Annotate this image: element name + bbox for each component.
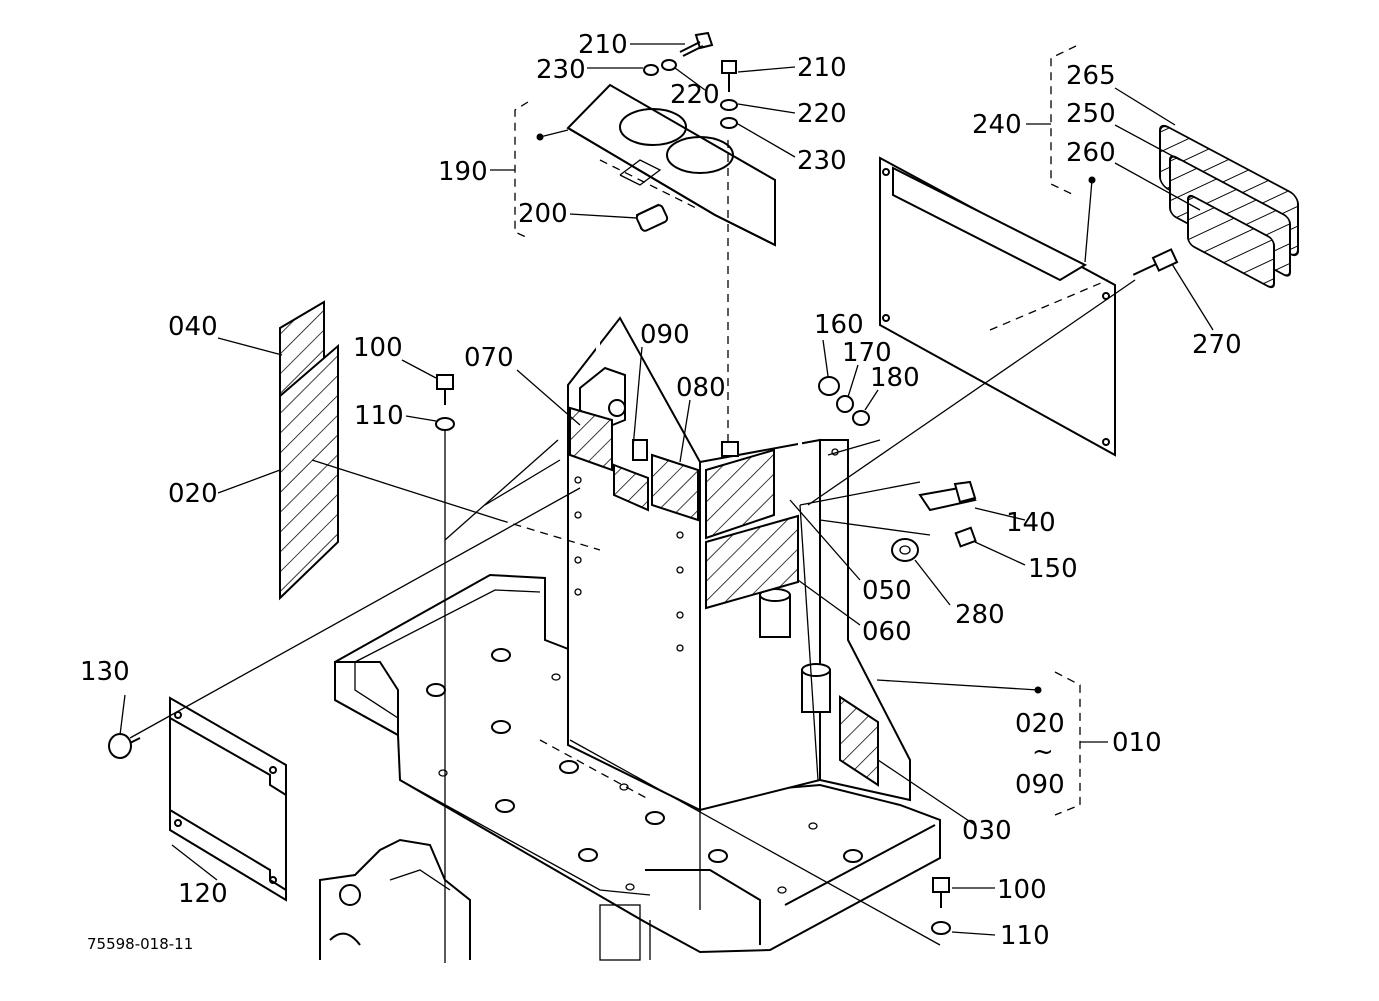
label-050: 050 [862,576,912,606]
label-060: 060 [862,617,912,647]
label-190: 190 [438,157,488,187]
label-100-bottom: 100 [997,875,1047,905]
decal-090 [613,463,649,512]
label-250: 250 [1066,99,1116,129]
leader-lines [119,43,1214,936]
column-holes [574,448,839,652]
label-tilde: ~ [1032,737,1054,767]
label-260: 260 [1066,138,1116,168]
decal-260 [1187,194,1275,289]
label-020-left: 020 [168,479,218,509]
decal-070 [569,406,613,472]
label-240: 240 [972,110,1022,140]
label-220-right: 220 [797,99,847,129]
label-080: 080 [676,373,726,403]
column-tubes [759,588,831,713]
label-265: 265 [1066,61,1116,91]
label-090-right: 090 [1015,770,1065,800]
label-020-right: 020 [1015,709,1065,739]
side-cover-120 [169,696,287,902]
part-labels: 210 230 220 210 220 230 190 200 240 265 … [80,30,1242,953]
label-150: 150 [1028,554,1078,584]
decals [279,124,1299,787]
label-100-top: 100 [353,333,403,363]
decal-080 [651,453,699,522]
assembly-lines [129,279,1136,946]
label-210-top: 210 [578,30,628,60]
label-170: 170 [842,338,892,368]
decal-020 [279,343,339,601]
label-180: 180 [870,363,920,393]
label-270: 270 [1192,330,1242,360]
label-220-top: 220 [670,80,720,110]
decal-030 [839,695,879,787]
label-230-right: 230 [797,146,847,176]
label-230-top: 230 [536,55,586,85]
label-280: 280 [955,600,1005,630]
decal-060 [705,514,799,610]
rear-cover-plate [879,156,1116,457]
label-110-top: 110 [354,401,404,431]
engine-outline [319,838,651,961]
label-130: 130 [80,657,130,687]
label-040: 040 [168,312,218,342]
label-030: 030 [962,816,1012,846]
label-120: 120 [178,879,228,909]
label-110-bottom: 110 [1000,921,1050,951]
drawing-code: 75598-018-11 [87,935,193,953]
label-140: 140 [1006,508,1056,538]
floor-holes [426,648,863,894]
label-010: 010 [1112,728,1162,758]
label-090: 090 [640,320,690,350]
label-070: 070 [464,343,514,373]
label-160: 160 [814,310,864,340]
label-210-right: 210 [797,53,847,83]
decal-050 [705,448,775,540]
label-200: 200 [518,199,568,229]
group-brackets [514,45,1108,816]
fasteners [108,31,1179,963]
